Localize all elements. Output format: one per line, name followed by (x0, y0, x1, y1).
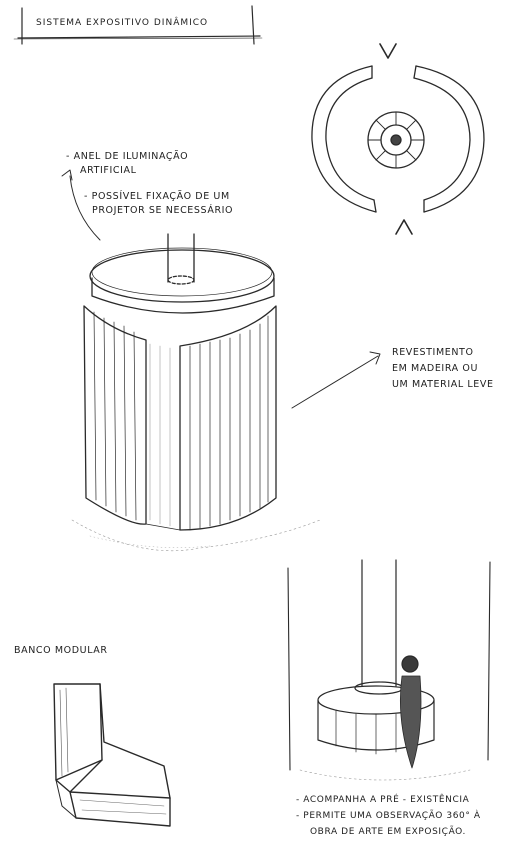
projector-label-line2: projetor se necessário (92, 204, 233, 217)
note-line3: obra de arte em exposição. (310, 826, 466, 839)
cladding-label-line2: em madeira ou (392, 362, 478, 375)
top-view-diagram (312, 44, 484, 234)
ring-light-label-line2: artificial (80, 164, 137, 177)
cladding-label-line1: Revestimento (392, 346, 474, 359)
cylinder-sketch (72, 234, 320, 551)
bench-sketch (54, 684, 170, 826)
bench-label: Banco modular (14, 644, 108, 657)
sheet-title: Sistema Expositivo Dinâmico (36, 17, 208, 30)
note-line2: - Permite uma observação 360° à (296, 810, 481, 823)
note-line1: - Acompanha a pré - existência (296, 794, 469, 807)
ring-light-label-line1: - Anel de iluminação (66, 150, 188, 163)
cladding-label-line3: um material leve (392, 378, 494, 391)
column-sketch (288, 560, 490, 780)
projector-label-line1: - Possível fixação de um (84, 190, 230, 203)
